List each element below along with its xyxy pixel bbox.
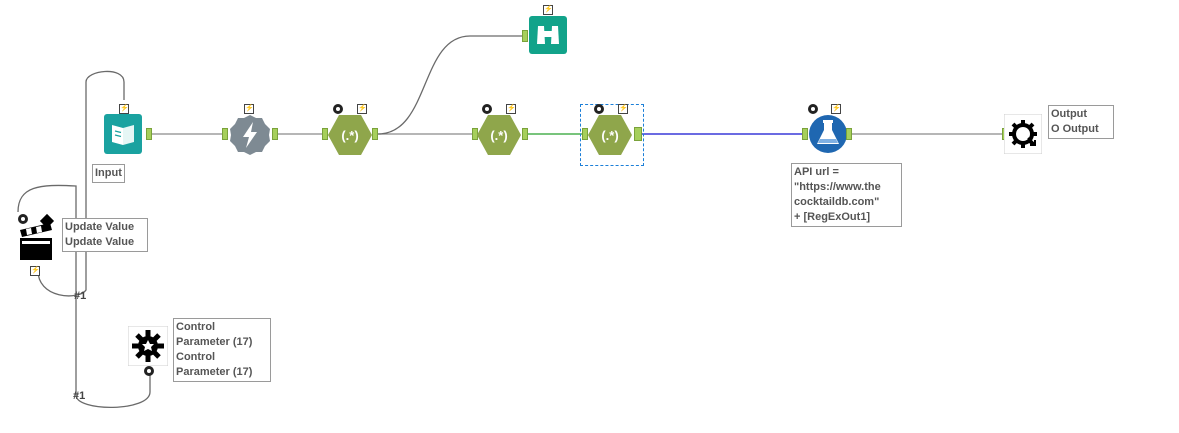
- regex3-glyph: (.*): [601, 128, 618, 143]
- input-tool-badge: ⚡: [119, 104, 129, 114]
- download-tool-badge: ⚡: [831, 104, 841, 114]
- browse-input-anchor[interactable]: [522, 30, 528, 42]
- flask-download-icon: [809, 115, 847, 153]
- formula-tool-badge: ⚡: [244, 104, 254, 114]
- lightning-formula-icon: [230, 115, 270, 155]
- regex2-tool-badge: ⚡: [506, 104, 516, 114]
- regex-tool-2[interactable]: (.*): [477, 114, 521, 155]
- download-tool-label: API url = "https://www.the cocktaildb.co…: [791, 163, 902, 227]
- connection-action-input[interactable]: [37, 70, 125, 297]
- regex-icon: (.*): [328, 115, 372, 155]
- action-input-anchor[interactable]: [18, 214, 28, 224]
- browse-tool[interactable]: [529, 16, 569, 56]
- binoculars-browse-icon: [529, 16, 567, 54]
- connection-label-1: #1: [74, 290, 87, 302]
- formula-tool[interactable]: [229, 114, 270, 155]
- input-tool-label: Input: [92, 164, 125, 183]
- clapperboard-action-icon: [20, 223, 52, 260]
- regex2-input-anchor[interactable]: [472, 128, 478, 140]
- regex3-cache-icon: [594, 104, 604, 114]
- regex1-output-anchor[interactable]: [372, 128, 378, 140]
- download-output-anchor[interactable]: [846, 128, 852, 140]
- regex-tool-1[interactable]: (.*): [328, 114, 372, 155]
- connection-label-2: #1: [73, 390, 86, 402]
- connection-control-action[interactable]: [17, 184, 151, 409]
- control-parameter-gear-icon: [128, 326, 168, 366]
- regex3-input-anchor[interactable]: [582, 128, 588, 140]
- action-tool-label: Update Value Update Value: [62, 218, 148, 252]
- control-parameter-tool[interactable]: [128, 326, 168, 366]
- regex-icon: (.*): [477, 115, 521, 155]
- macro-output-label: Output O Output: [1048, 105, 1114, 139]
- text-input-book-icon: [104, 114, 142, 154]
- selection-box: [580, 104, 644, 166]
- download-cache-icon: [808, 104, 818, 114]
- download-tool[interactable]: [808, 114, 848, 154]
- regex-icon: (.*): [588, 115, 632, 155]
- regex1-cache-icon: [333, 104, 343, 114]
- regex2-cache-icon: [482, 104, 492, 114]
- macro-output-tool[interactable]: [1004, 114, 1044, 154]
- formula-output-anchor[interactable]: [272, 128, 278, 140]
- formula-input-anchor[interactable]: [222, 128, 228, 140]
- regex1-tool-badge: ⚡: [357, 104, 367, 114]
- connection-regex1-browse[interactable]: [377, 35, 523, 135]
- regex1-glyph: (.*): [341, 128, 358, 143]
- regex-tool-3[interactable]: (.*): [588, 114, 632, 155]
- regex2-output-anchor[interactable]: [522, 128, 528, 140]
- regex3-output-anchor[interactable]: [634, 127, 642, 141]
- download-input-anchor[interactable]: [802, 128, 808, 140]
- action-tool[interactable]: [20, 222, 60, 262]
- control-parameter-label: Control Parameter (17) Control Parameter…: [173, 318, 271, 382]
- input-output-anchor[interactable]: [146, 128, 152, 140]
- input-tool[interactable]: [104, 114, 144, 154]
- regex2-glyph: (.*): [490, 128, 507, 143]
- macro-output-gear-icon: [1004, 114, 1042, 154]
- browse-tool-badge: ⚡: [543, 5, 553, 15]
- regex3-tool-badge: ⚡: [618, 104, 628, 114]
- regex1-input-anchor[interactable]: [322, 128, 328, 140]
- action-tool-badge: ⚡: [30, 266, 40, 276]
- control-parameter-output-anchor[interactable]: [144, 366, 154, 376]
